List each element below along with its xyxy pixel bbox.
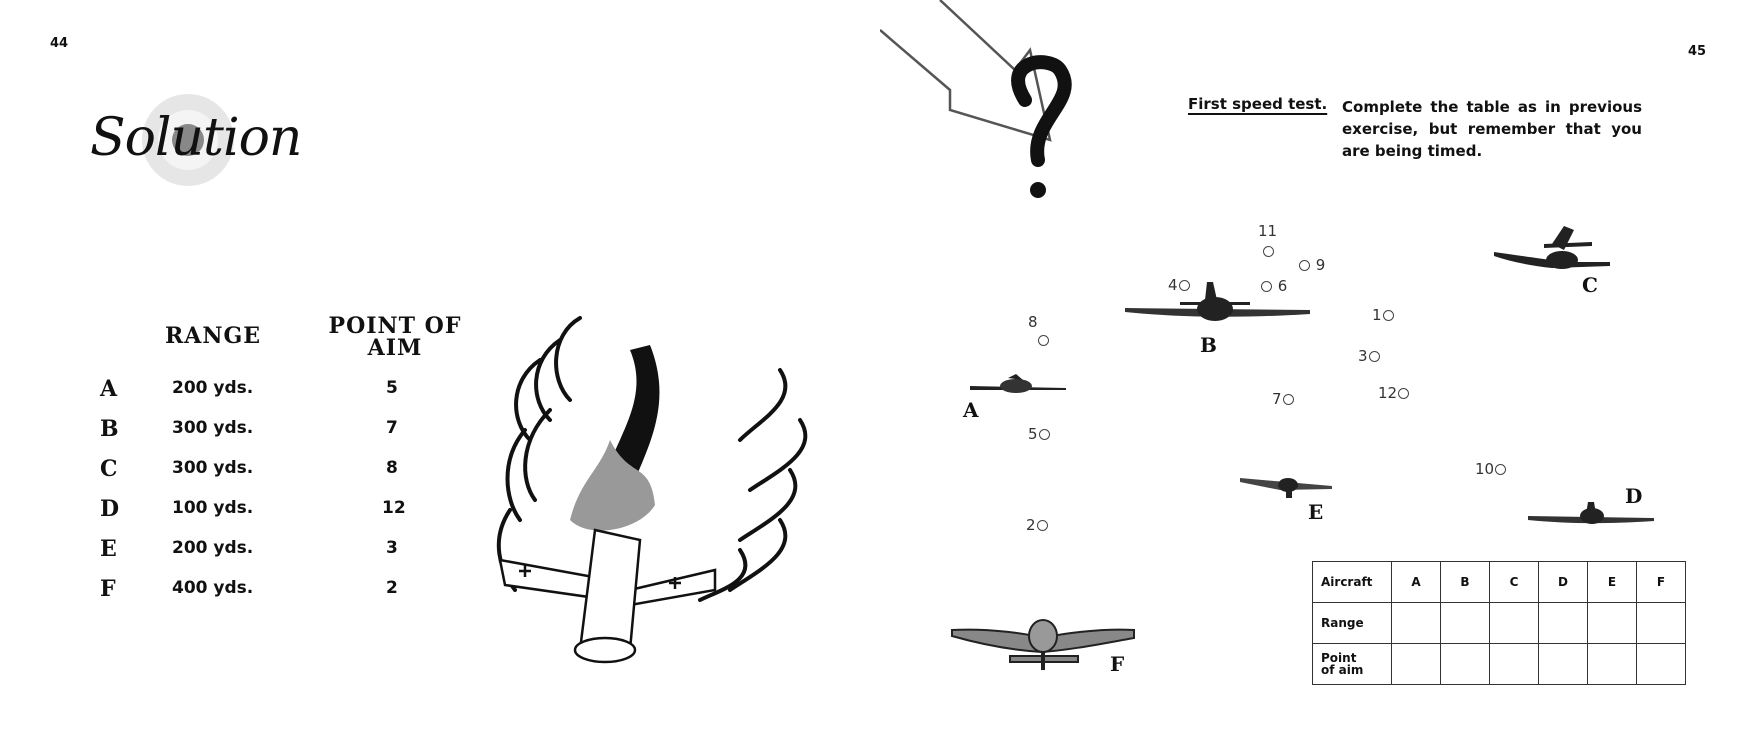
aim-mark: 8 — [1028, 313, 1050, 349]
table-row: Aircraft A B C D E F — [1312, 561, 1686, 603]
aim-mark: 3 — [1358, 347, 1381, 365]
row-aim: 12 — [382, 498, 406, 518]
row-range: 200 yds. — [172, 378, 254, 398]
row-letter: B — [100, 416, 119, 442]
plane-f-icon — [951, 619, 1135, 670]
header-d: D — [1538, 561, 1588, 603]
header-aircraft: Aircraft — [1312, 561, 1392, 603]
aim-mark: 12 — [1378, 384, 1410, 402]
answer-cell[interactable] — [1636, 602, 1686, 644]
aim-mark: 7 — [1272, 390, 1295, 408]
plane-silhouette — [498, 528, 717, 664]
plane-d-icon — [1528, 502, 1654, 524]
plane-label-c: C — [1582, 273, 1598, 297]
row-range: 100 yds. — [172, 498, 254, 518]
answer-cell[interactable] — [1391, 643, 1441, 685]
flames — [570, 440, 655, 531]
aim-mark: 9 — [1298, 256, 1325, 274]
plane-label-a: A — [963, 398, 979, 422]
answer-cell[interactable] — [1489, 602, 1539, 644]
aim-mark: 4 — [1168, 276, 1191, 294]
page-number-left: 44 — [50, 36, 69, 51]
arrow-question-graphic — [880, 0, 1072, 198]
answer-cell[interactable] — [1489, 643, 1539, 685]
row-aim: 8 — [386, 458, 398, 478]
row-aim: 5 — [386, 378, 398, 398]
plane-c-icon — [1494, 226, 1610, 269]
row-aim: 7 — [386, 418, 398, 438]
solution-title: Solution — [85, 78, 302, 198]
roundel-icon — [142, 94, 234, 186]
plane-a-icon — [970, 374, 1066, 393]
aim-mark: 2 — [1026, 516, 1049, 534]
answer-cell[interactable] — [1440, 602, 1490, 644]
header-f: F — [1636, 561, 1686, 603]
row-range: 300 yds. — [172, 458, 254, 478]
header-b: B — [1440, 561, 1490, 603]
header-e: E — [1587, 561, 1637, 603]
row-letter: E — [100, 536, 117, 562]
row-letter: C — [100, 456, 118, 482]
question-mark-icon — [1011, 55, 1072, 167]
header-aim-line1: POINT OF — [328, 313, 462, 339]
header-aim-line2: AIM — [367, 335, 423, 361]
page-number-right: 45 — [1688, 44, 1707, 59]
plane-label-f: F — [1110, 652, 1125, 676]
answer-cell[interactable] — [1587, 643, 1637, 685]
header-point-of-aim: POINT OF AIM — [315, 315, 475, 359]
answer-cell[interactable] — [1587, 602, 1637, 644]
aim-mark: 11 — [1258, 222, 1278, 240]
speed-test-instruction: Complete the table as in previous exerci… — [1342, 98, 1642, 160]
plane-b-icon — [1125, 282, 1310, 321]
header-a: A — [1391, 561, 1441, 603]
header-range: RANGE — [164, 323, 262, 349]
header-c: C — [1489, 561, 1539, 603]
answer-cell[interactable] — [1440, 643, 1490, 685]
plane-label-b: B — [1200, 333, 1217, 357]
answer-cell[interactable] — [1538, 643, 1588, 685]
speed-test-title: First speed test. — [1188, 95, 1328, 113]
aim-mark: 6 — [1260, 277, 1287, 295]
aim-mark: 10 — [1475, 460, 1507, 478]
aim-mark: 1 — [1372, 306, 1395, 324]
row-letter: A — [100, 376, 118, 402]
plane-e-icon — [1240, 478, 1332, 498]
plane-label-e: E — [1308, 500, 1324, 524]
row-aim: 2 — [386, 578, 398, 598]
table-row: Range — [1312, 602, 1686, 644]
answer-cell[interactable] — [1538, 602, 1588, 644]
row-letter: F — [100, 576, 116, 602]
answer-cell[interactable] — [1636, 643, 1686, 685]
row-range: 200 yds. — [172, 538, 254, 558]
row-letter: D — [100, 496, 120, 522]
row-range: 300 yds. — [172, 418, 254, 438]
solution-script-text: Solution — [90, 108, 302, 168]
crashing-plane-illustration — [496, 316, 808, 664]
row-aim: 3 — [386, 538, 398, 558]
aim-mark-circle — [1262, 242, 1275, 260]
plane-label-d: D — [1625, 484, 1643, 508]
answer-cell[interactable] — [1391, 602, 1441, 644]
row-label-range: Range — [1312, 602, 1392, 644]
row-range: 400 yds. — [172, 578, 254, 598]
aim-mark: 5 — [1028, 425, 1051, 443]
